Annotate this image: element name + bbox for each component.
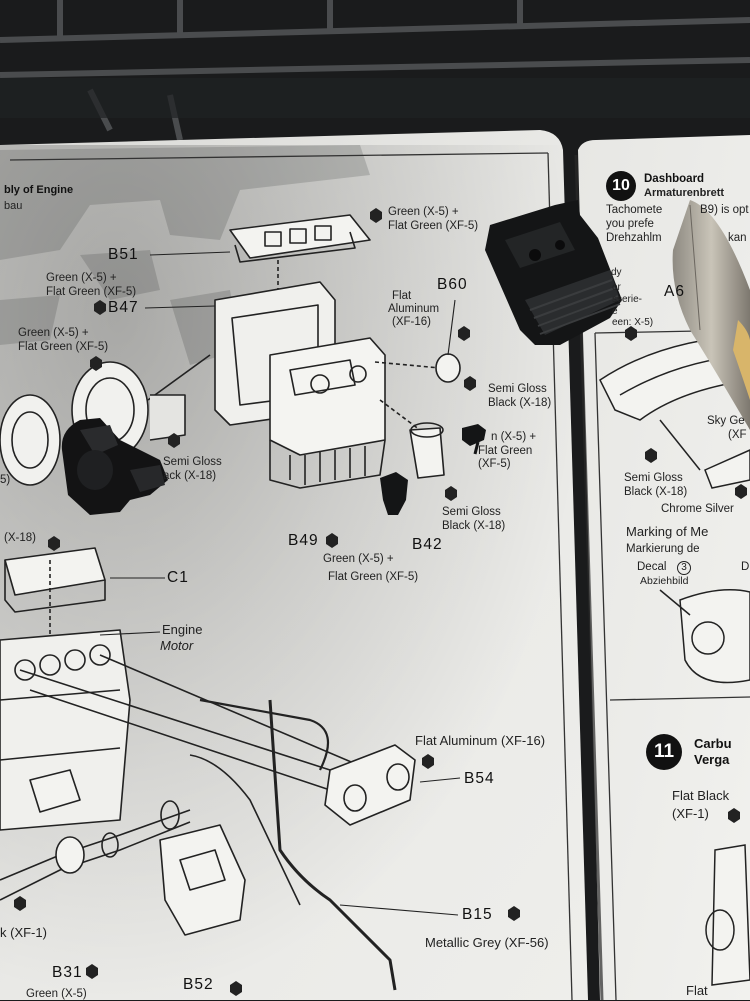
callout-left-flat-green: Flat Green (XF-5)	[18, 341, 109, 353]
marking-title-en: Marking of Me	[626, 524, 709, 539]
part-label-b60: B60	[437, 276, 468, 293]
callout-center-semi-gloss: Semi Gloss	[163, 456, 222, 468]
part-label-b52: B52	[183, 976, 214, 993]
radiator-part	[485, 200, 622, 345]
callout-right-green: n (X-5) +	[491, 431, 537, 443]
pump-housing-part	[61, 418, 169, 515]
callout-b42-black: Black (X-18)	[442, 520, 506, 532]
step-10-text-line3: Drehzahlm	[606, 232, 662, 244]
callout-b47-flat-green: Flat Green (XF-5)	[46, 286, 137, 298]
decal-de: Abziehbild	[640, 575, 689, 587]
callout-b60-black: Black (X-18)	[488, 397, 552, 409]
callout-b54-paint: Flat Aluminum (XF-16)	[415, 733, 546, 748]
callout-b51-flat-green: Flat Green (XF-5)	[388, 220, 479, 232]
callout-b49-green: Green (X-5) +	[323, 553, 394, 565]
body-label-2: or	[612, 282, 621, 293]
callout-flat-black-code: (XF-1)	[672, 806, 709, 821]
callout-center-black: ack (X-18)	[163, 470, 217, 482]
hobby-knife	[672, 200, 750, 430]
step-10-title-en: Dashboard	[644, 173, 705, 185]
callout-semi-gloss: Semi Gloss	[624, 472, 683, 484]
part-label-c1: C1	[167, 569, 189, 586]
label-engine: Engine	[162, 622, 203, 637]
step-11-badge: 11	[646, 734, 682, 770]
part-label-b42: B42	[412, 536, 443, 553]
callout-sky: Sky Ge	[707, 415, 745, 427]
callout-xf1: k (XF-1)	[0, 925, 47, 940]
callout-b47-green: Green (X-5) +	[46, 272, 117, 284]
part-label-b31: B31	[52, 964, 83, 981]
part-label-b49: B49	[288, 532, 319, 549]
part-label-b51: B51	[108, 246, 139, 263]
part-label-b54: B54	[464, 770, 495, 787]
step-10-text-line2: you prefe	[606, 218, 654, 230]
body-label-4: e	[612, 306, 618, 317]
callout-b51-green: Green (X-5) +	[388, 206, 459, 218]
callout-left-green: Green (X-5) +	[18, 327, 89, 339]
callout-right-flat-green: Flat Green	[478, 445, 533, 457]
callout-b15-paint: Metallic Grey (XF-56)	[425, 935, 549, 950]
body-label-5: een: X-5)	[612, 317, 654, 328]
step-11-title-en: Carbu	[694, 736, 732, 751]
callout-b42-semi-gloss: Semi Gloss	[442, 506, 501, 518]
callout-edge-five: 5)	[0, 474, 11, 486]
callout-b60-semi-gloss: Semi Gloss	[488, 383, 547, 395]
label-motor: Motor	[160, 638, 194, 653]
section-title-de: bau	[4, 200, 23, 212]
engine-assembly-drawing	[0, 214, 461, 991]
callout-chrome: Chrome Silver	[661, 503, 734, 515]
part-label-b47: B47	[108, 299, 139, 316]
body-label-3: sserie-	[612, 294, 643, 305]
part-label-b15: B15	[462, 906, 493, 923]
callout-bottom-cut: Green (X-5)	[26, 988, 87, 1000]
callout-b49-flat-green: Flat Green (XF-5)	[328, 571, 419, 583]
small-fitting-part	[380, 424, 486, 515]
section-title-en: bly of Engine	[4, 184, 74, 196]
callout-right-code: (XF-5)	[478, 458, 511, 470]
decal-cut: D	[741, 561, 750, 573]
step-10-badge: 10	[606, 171, 636, 201]
callout-b60-aluminum: Aluminum	[388, 303, 440, 315]
step-10-text-line1: Tachomete	[606, 204, 663, 216]
leader-lines	[99, 251, 461, 916]
callout-black: Black (X-18)	[624, 486, 688, 498]
callout-sky-code: (XF	[728, 429, 747, 441]
step-10-text-cut3: kan	[728, 232, 747, 244]
decal-number: 3	[677, 561, 691, 575]
part-label-a6: A6	[664, 283, 685, 300]
callout-x18: (X-18)	[4, 532, 36, 544]
step-10-text-code: B9) is opt	[700, 204, 749, 216]
paint-markers	[14, 208, 747, 996]
callout-flat-bottom: Flat	[686, 983, 708, 998]
step-11-title-de: Verga	[694, 752, 730, 767]
callout-flat-black: Flat Black	[672, 788, 730, 803]
callout-b60-code: (XF-16)	[392, 316, 431, 328]
step-10-title-de: Armaturenbrett	[644, 187, 725, 199]
body-label-1: dy	[611, 267, 622, 278]
decal-label: Decal	[637, 561, 667, 573]
callout-b60-flat: Flat	[392, 290, 412, 302]
marking-title-de: Markierung de	[626, 543, 700, 555]
